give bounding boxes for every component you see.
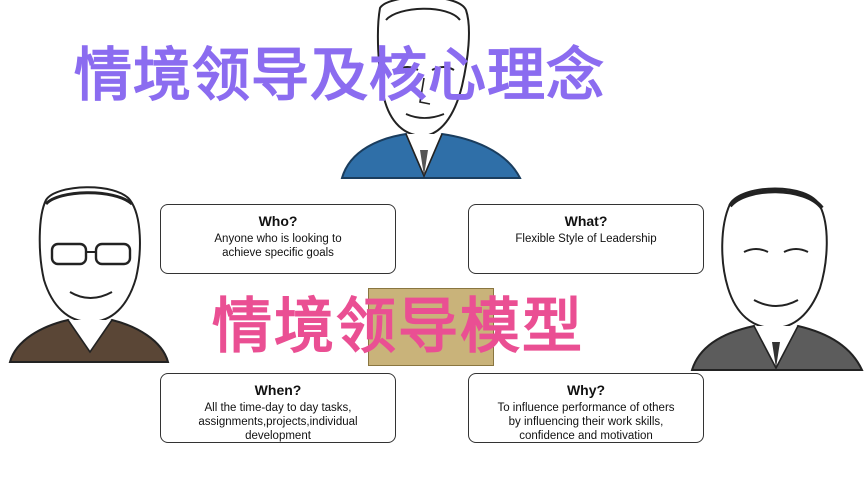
- why-text: To influence performance of others by in…: [469, 401, 703, 443]
- what-card: What? Flexible Style of Leadership: [468, 204, 704, 274]
- what-title: What?: [564, 213, 608, 229]
- why-line: by influencing their work skills,: [508, 416, 664, 428]
- left-portrait-sketch: [8, 186, 170, 363]
- who-line: Anyone who is looking to: [214, 233, 342, 245]
- why-line: confidence and motivation: [519, 430, 653, 442]
- who-title: Who?: [258, 213, 298, 229]
- when-title: When?: [254, 382, 302, 398]
- when-line: All the time-day to day tasks,: [204, 402, 352, 414]
- when-card: When? All the time-day to day tasks, ass…: [160, 373, 396, 443]
- why-title: Why?: [566, 382, 606, 398]
- why-line: To influence performance of others: [497, 402, 675, 414]
- when-text: All the time-day to day tasks, assignmen…: [161, 401, 395, 443]
- who-card: Who? Anyone who is looking to achieve sp…: [160, 204, 396, 274]
- model-title: 情境领导模型: [212, 292, 584, 362]
- who-text: Anyone who is looking to achieve specifi…: [161, 232, 395, 260]
- why-card: Why? To influence performance of others …: [468, 373, 704, 443]
- when-line: assignments,projects,individual: [198, 416, 358, 428]
- what-line: Flexible Style of Leadership: [515, 233, 657, 245]
- when-line: development: [245, 430, 311, 442]
- who-line: achieve specific goals: [222, 247, 334, 259]
- page-title: 情境领导及核心理念: [74, 41, 606, 109]
- top-portrait-sketch: [340, 0, 522, 179]
- center-model-box: [368, 288, 494, 366]
- what-text: Flexible Style of Leadership: [469, 232, 703, 246]
- right-portrait-sketch: [690, 187, 864, 371]
